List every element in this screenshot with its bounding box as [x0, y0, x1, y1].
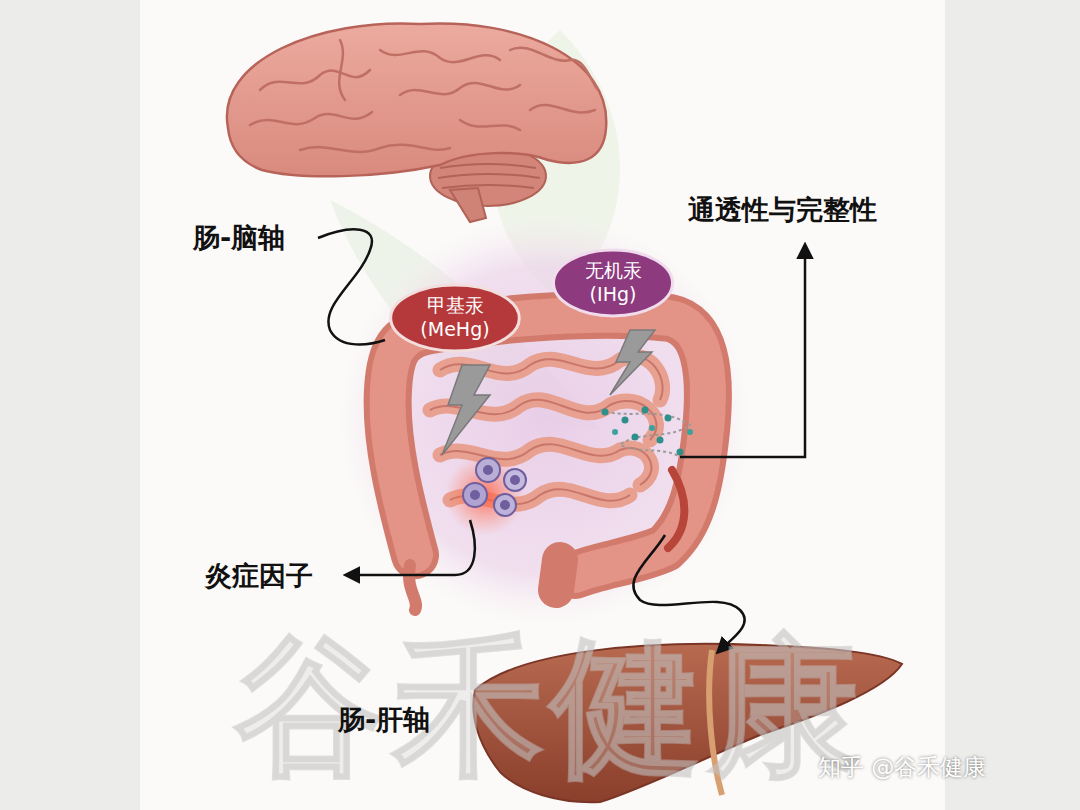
lightning-bolt — [610, 330, 655, 395]
intestine — [388, 315, 708, 610]
leader-arrow — [346, 520, 475, 575]
callout-label: 炎症因子 — [205, 558, 313, 594]
oval-label: 无机汞 (IHg) — [573, 259, 653, 307]
axis-label: 肠-肝轴 — [338, 702, 430, 738]
mercury-oval: 甲基汞 (MeHg) — [388, 283, 522, 353]
axis-label: 肠-脑轴 — [193, 220, 285, 256]
watermark: 谷禾健康 — [235, 625, 867, 790]
immune-cells — [463, 458, 526, 516]
leader-line — [318, 229, 385, 344]
inflammation-glow — [445, 455, 525, 535]
particles — [600, 407, 693, 461]
mercury-oval: 无机汞 (IHg) — [551, 248, 675, 318]
callout-label: 通透性与完整性 — [688, 192, 877, 228]
source-credit: 知乎 @谷禾健康 — [818, 752, 986, 783]
oval-label: 甲基汞 (MeHg) — [410, 294, 500, 342]
leader-arrow — [680, 245, 805, 457]
brain — [227, 23, 606, 222]
oval-text-holder: 无机汞 (IHg) — [573, 259, 653, 307]
gut-glow — [340, 215, 750, 625]
lightning-bolt — [442, 365, 490, 455]
oval-text-holder: 甲基汞 (MeHg) — [410, 294, 500, 342]
